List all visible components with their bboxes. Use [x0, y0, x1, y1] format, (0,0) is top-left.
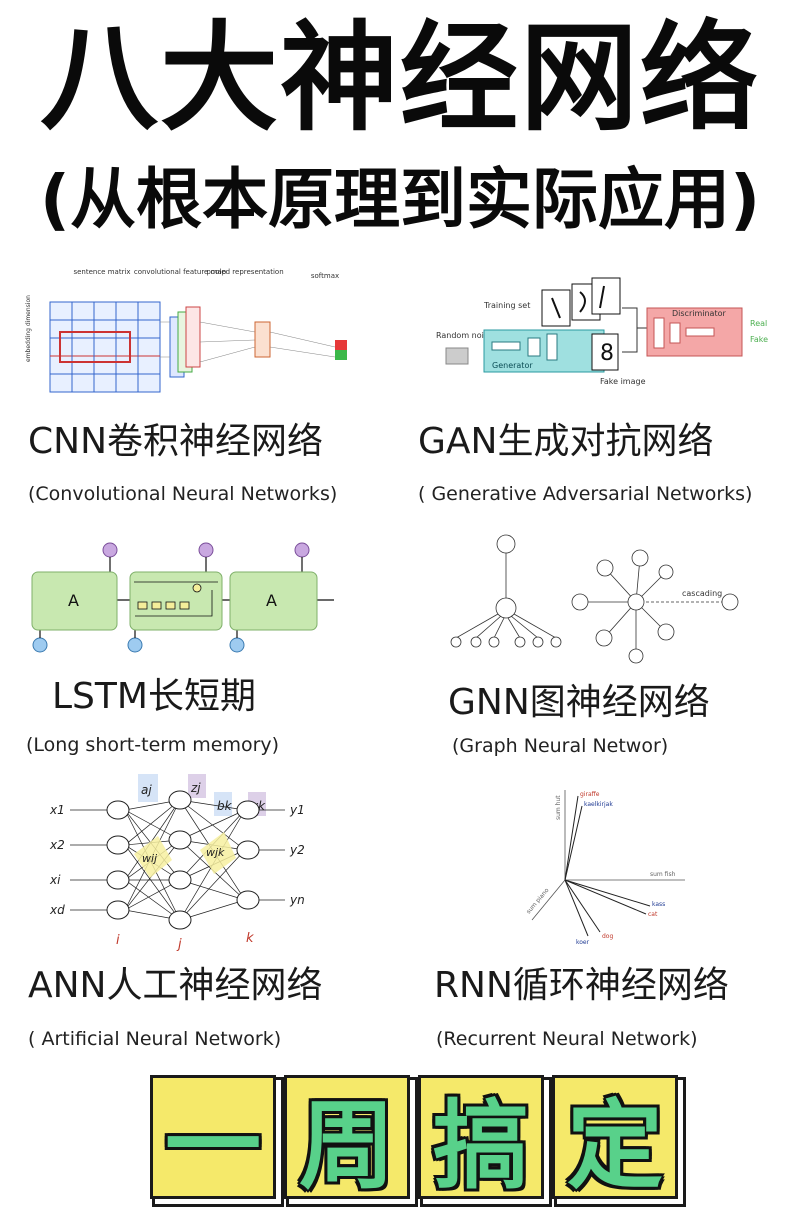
badge-char-3: 搞	[433, 1089, 529, 1202]
rnn-axis-z: sum piano	[525, 887, 551, 916]
gnn-subtitle: (Graph Neural Networ)	[452, 735, 669, 757]
badge-char-1: 一	[165, 1089, 261, 1202]
gnn-title: GNN图神经网络	[448, 682, 710, 723]
ann-output-y1: y1	[289, 803, 305, 817]
page-subtitle: (从根本原理到实际应用)	[39, 161, 761, 238]
ann-input-xd: xd	[49, 903, 65, 917]
ann-subtitle: ( Artificial Neural Network)	[28, 1028, 282, 1050]
page-title: 八大神经网络	[39, 9, 760, 147]
lstm-title: LSTM长短期	[52, 676, 256, 717]
gan-label-fake: Fake	[750, 335, 768, 344]
ann-layer-i: i	[116, 933, 120, 948]
ann-weight-wjk: wjk	[206, 846, 225, 859]
gan-arrows	[622, 307, 647, 353]
rnn-subtitle: (Recurrent Neural Network)	[436, 1028, 698, 1050]
gan-label-discriminator: Discriminator	[672, 309, 726, 318]
rnn-axis-x: sum fish	[650, 871, 676, 878]
ann-label-aj: aj	[141, 783, 152, 797]
lstm-cell-left-label: A	[68, 591, 79, 610]
lstm-inputs	[32, 637, 245, 653]
lstm-gates	[134, 581, 218, 617]
gan-subtitle: ( Generative Adversarial Networks)	[418, 483, 753, 505]
lstm-cell-right-label: A	[266, 591, 277, 610]
gnn-diagram: cascading	[450, 534, 739, 664]
gan-training-images	[541, 277, 621, 327]
gnn-label-cascading: cascading	[682, 589, 722, 598]
gan-title: GAN生成对抗网络	[418, 421, 714, 462]
cnn-label-conv: convolutional feature map	[134, 268, 227, 276]
cnn-subtitle: (Convolutional Neural Networks)	[28, 483, 338, 505]
badge-char-4: 定	[567, 1089, 663, 1202]
ann-weight-wij: wij	[142, 852, 158, 865]
cnn-feature-maps	[169, 306, 201, 378]
ann-output-yn: yn	[289, 893, 305, 907]
gan-fake-digit: 8	[600, 341, 614, 366]
cnn-title: CNN卷积神经网络	[28, 421, 323, 462]
cnn-label-softmax: softmax	[311, 272, 339, 280]
rnn-word-cat: cat	[648, 911, 658, 918]
ann-layer-j: j	[176, 937, 182, 952]
ann-input-x1: x1	[49, 803, 65, 817]
cnn-label-embedding: embedding dimension	[25, 295, 32, 362]
ann-layer-k: k	[246, 931, 254, 946]
rnn-diagram: sum hut sum fish sum piano giraffe kaelk…	[525, 790, 685, 946]
gan-label-real: Real	[750, 319, 767, 328]
cnn-label-pooled: pooled representation	[206, 268, 283, 276]
lstm-subtitle: (Long short-term memory)	[26, 734, 280, 756]
ann-diagram: aj zj bk yk wij wjk x1 x2 xi xd y1 y2 yn…	[49, 774, 305, 952]
cnn-label-sentence: sentence matrix	[73, 268, 130, 276]
gnn-graph	[571, 549, 739, 664]
badge-char-2: 周	[299, 1089, 395, 1202]
gan-fake-image	[591, 333, 619, 371]
gan-label-generator: Generator	[492, 361, 533, 370]
cnn-connections	[160, 321, 336, 363]
lstm-cell-left	[31, 571, 118, 631]
cnn-softmax-red	[335, 340, 347, 350]
badge-tile-3: 搞	[418, 1075, 544, 1202]
gan-noise-box	[445, 347, 469, 365]
rnn-vectors	[564, 795, 651, 937]
ann-weight-block-2	[200, 832, 236, 874]
gan-label-fake-image: Fake image	[600, 377, 646, 386]
ann-input-x2: x2	[49, 838, 65, 852]
badge-tile-1: 一	[150, 1075, 276, 1202]
ann-label-zj: zj	[190, 781, 201, 795]
lstm-outputs	[102, 542, 310, 558]
lstm-diagram: A A	[31, 542, 334, 653]
gan-label-noise: Random noise	[436, 331, 493, 340]
ann-nodes	[106, 790, 260, 930]
ann-weight-block-1	[134, 836, 172, 878]
cnn-pooled	[254, 321, 271, 358]
ann-label-bk: bk	[217, 799, 233, 813]
rnn-axis-y: sum hut	[555, 795, 562, 820]
gan-discriminator-blocks	[653, 317, 715, 349]
gan-diagram: Training set Random noise Generator 8 Fa…	[436, 277, 768, 386]
rnn-word-kaelkirjak: kaelkirjak	[584, 801, 613, 808]
rnn-word-kass: kass	[652, 901, 665, 908]
gan-label-training: Training set	[483, 301, 530, 310]
badge-tile-4: 定	[552, 1075, 678, 1202]
cnn-diagram: sentence matrix convolutional feature ma…	[25, 268, 347, 393]
rnn-word-koer: koer	[576, 939, 590, 946]
rnn-title: RNN循环神经网络	[434, 965, 729, 1006]
badge-tile-2: 周	[284, 1075, 410, 1202]
ann-output-y2: y2	[289, 843, 305, 857]
lstm-cell-right	[229, 571, 318, 631]
gan-generator-blocks	[491, 333, 558, 361]
ann-input-xi: xi	[49, 873, 61, 887]
ann-title: ANN人工神经网络	[28, 965, 323, 1006]
rnn-word-giraffe: giraffe	[580, 791, 600, 798]
gan-generator-box	[483, 329, 605, 373]
cnn-sentence-matrix	[49, 301, 161, 393]
rnn-axes	[531, 790, 685, 921]
rnn-word-dog: dog	[602, 933, 613, 940]
cnn-softmax-green	[335, 350, 347, 360]
gnn-tree	[450, 534, 562, 648]
lstm-cell-middle	[129, 571, 223, 631]
